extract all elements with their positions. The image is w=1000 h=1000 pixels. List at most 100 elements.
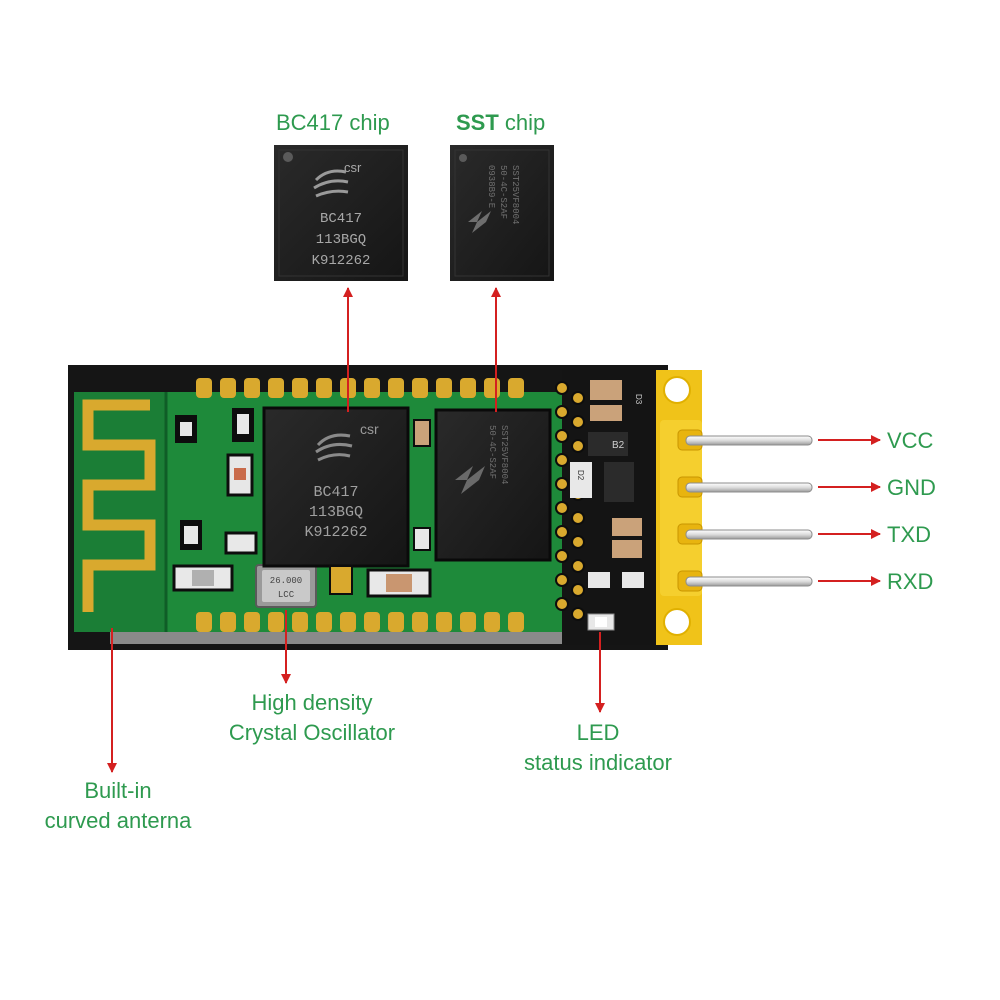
crystal-marking-line1: 26.000 <box>270 576 302 586</box>
via-pad <box>571 511 585 525</box>
via-pad <box>555 597 569 611</box>
edge-pad <box>388 612 404 632</box>
bc417-closeup-line1: BC417 <box>320 211 362 227</box>
pins-layer: VCC GND TXD RXD <box>677 428 936 594</box>
bluetooth-module: 26.000 LCC csr BC417 113BGQ K912262 SST2… <box>68 365 702 650</box>
edge-pad <box>436 378 452 398</box>
csr-swoosh-closeup-icon <box>313 169 349 198</box>
sst-brand: SST <box>456 110 499 135</box>
component-code-d3: D3 <box>634 394 643 405</box>
antenna-callout-line2: curved anterna <box>44 808 192 833</box>
antenna-trace <box>82 399 156 612</box>
edge-pad <box>220 378 236 398</box>
mount-hole-top <box>663 376 691 404</box>
bc417-onboard-line1: BC417 <box>313 484 358 501</box>
sst-onboard-marking-2: 50-4C-S2AF <box>487 425 497 479</box>
capacitor-bottom-inner <box>386 574 412 592</box>
via-pad <box>571 439 585 453</box>
bottom-edge-pads <box>196 612 524 632</box>
via-pad <box>571 559 585 573</box>
edge-pad <box>388 378 404 398</box>
pin-label-vcc: VCC <box>887 428 934 453</box>
edge-pad <box>244 378 260 398</box>
edge-pad <box>196 378 212 398</box>
via-pad <box>571 583 585 597</box>
edge-pad <box>316 378 332 398</box>
via-pad <box>555 549 569 563</box>
edge-pad <box>460 378 476 398</box>
via-pad <box>571 391 585 405</box>
pin-label-txd: TXD <box>887 522 931 547</box>
crystal-callout-line1: High density <box>251 690 373 715</box>
bc417-onboard-line3: K912262 <box>304 524 367 541</box>
bc417-onboard-line2: 113BGQ <box>309 504 363 521</box>
edge-pad <box>412 378 428 398</box>
edge-pad <box>292 612 308 632</box>
edge-pad <box>484 378 500 398</box>
bc417-closeup: csr BC417 113BGQ K912262 <box>274 145 408 281</box>
pin-wire <box>685 576 813 587</box>
antenna-callout-line1: Built-in <box>84 778 152 803</box>
via-pad <box>555 501 569 515</box>
led-callout-line1: LED <box>576 720 620 745</box>
edge-pad <box>244 612 260 632</box>
sst-chip-onboard: SST25VF8004 50-4C-S2AF <box>434 408 552 562</box>
edge-pad <box>484 612 500 632</box>
bc417-chip-title: BC417 chip <box>276 110 390 135</box>
sst-title-rest: chip <box>498 110 546 135</box>
via-pad <box>555 477 569 491</box>
led-callout: LED status indicator <box>480 718 716 778</box>
crystal-oscillator: 26.000 LCC <box>255 564 317 608</box>
via-pad <box>555 381 569 395</box>
capacitor-mid-2 <box>413 527 431 551</box>
edge-pad <box>508 378 524 398</box>
edge-pad <box>412 612 428 632</box>
edge-pad <box>292 378 308 398</box>
sst-closeup-logo-icon <box>468 211 491 233</box>
edge-pad <box>436 612 452 632</box>
pin-wire <box>685 482 813 493</box>
via-pad <box>555 453 569 467</box>
pin-wire <box>685 435 813 446</box>
edge-pad <box>196 612 212 632</box>
via-pad <box>571 535 585 549</box>
crystal-callout: High density Crystal Oscillator <box>192 688 432 748</box>
via-pad <box>571 607 585 621</box>
edge-pad <box>364 378 380 398</box>
component-code-b2: B2 <box>612 440 625 451</box>
mount-hole-bottom <box>663 608 691 636</box>
pin-label-gnd: GND <box>887 475 936 500</box>
pin-label-rxd: RXD <box>887 569 933 594</box>
pin-rxd: RXD <box>677 569 933 594</box>
sst-closeup-marking-2: 50-4C-S2AF <box>498 165 508 219</box>
edge-pad <box>268 612 284 632</box>
sst-onboard-marking: SST25VF8004 <box>499 425 509 484</box>
header-bottom-plastic <box>660 420 702 596</box>
bc417-closeup-logo: csr <box>344 160 362 175</box>
sst-closeup-marking-1: SST25VF8004 <box>510 165 520 224</box>
pin-wire <box>685 529 813 540</box>
via-pad <box>555 405 569 419</box>
sst-chip-title: SST chip <box>456 108 545 138</box>
edge-pad <box>316 612 332 632</box>
pin-txd: TXD <box>677 522 931 547</box>
right-edge-vias <box>555 381 585 621</box>
edge-pad <box>460 612 476 632</box>
module-bottom-edge <box>110 632 570 644</box>
via-pad <box>571 415 585 429</box>
pad-bottom-mid <box>329 565 353 595</box>
top-edge-pads <box>196 378 524 398</box>
via-pad <box>555 429 569 443</box>
pin-vcc: VCC <box>677 428 934 453</box>
smd-components-left <box>172 408 258 592</box>
edge-pad <box>508 612 524 632</box>
crystal-callout-line2: Crystal Oscillator <box>228 720 396 745</box>
component-code-d2: D2 <box>576 470 585 481</box>
antenna-callout: Built-in curved anterna <box>14 776 222 836</box>
pin-gnd: GND <box>677 475 936 500</box>
capacitor-mid <box>413 419 431 447</box>
via-pad <box>555 525 569 539</box>
via-pad <box>555 573 569 587</box>
sst-pin1-dot <box>459 154 467 162</box>
